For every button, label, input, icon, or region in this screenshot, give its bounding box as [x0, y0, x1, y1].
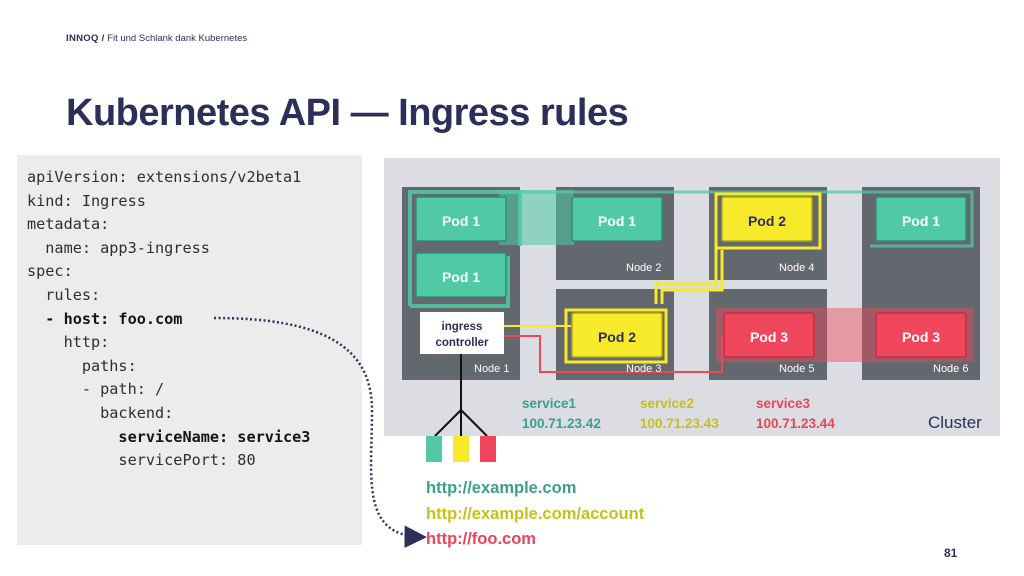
pod-label: Pod 3 — [902, 329, 940, 345]
brand-logo: INNOQ / — [66, 33, 105, 44]
code-line: kind: Ingress — [27, 191, 146, 210]
code-line: name: app3-ingress — [27, 238, 210, 257]
code-line: metadata: — [27, 215, 110, 234]
code-line: spec: — [27, 262, 73, 281]
pod-label: Pod 1 — [598, 213, 636, 229]
slide-subtitle: Fit und Schlank dank Kubernetes — [107, 33, 248, 44]
pod-label: Pod 1 — [902, 213, 940, 229]
service2-outline-bottom — [564, 308, 668, 364]
pod-node5 — [723, 312, 815, 358]
service3-name: service3 — [756, 396, 811, 411]
pod-node4 — [721, 196, 813, 242]
node-label: Node 5 — [779, 363, 814, 375]
service2-ip: 100.71.23.43 — [640, 416, 719, 431]
node-label: Node 2 — [626, 262, 661, 274]
pod-label: Pod 2 — [748, 213, 786, 229]
ingress-controller-label: controller — [435, 337, 489, 349]
code-line: http: — [27, 333, 110, 352]
service2-link-inner — [660, 250, 724, 304]
code-line: - path: / — [27, 380, 165, 399]
pod-label: Pod 1 — [442, 269, 480, 285]
code-block: apiVersion: extensions/v2beta1 kind: Ing… — [17, 155, 362, 545]
slide-title: Kubernetes API — Ingress rules — [66, 92, 629, 134]
code-line: servicePort: 80 — [27, 451, 256, 470]
pod-node6-top — [875, 196, 967, 242]
pod-label: Pod 2 — [598, 329, 636, 345]
pod-label: Pod 1 — [442, 213, 480, 229]
node-label: Node 4 — [779, 262, 814, 274]
ingress-to-service3 — [504, 335, 723, 373]
service1-name: service1 — [522, 396, 577, 411]
pod-node6-bottom — [875, 312, 967, 358]
pod-node3 — [571, 312, 663, 358]
pod-node2 — [571, 196, 663, 242]
service1-outline — [408, 190, 522, 306]
pod-node1-top — [415, 196, 507, 242]
service1-outline-lower — [410, 256, 510, 308]
code-line-service-name: serviceName: service3 — [27, 427, 311, 446]
ingress-controller — [420, 312, 504, 354]
slide-header: INNOQ / Fit und Schlank dank Kubernetes — [66, 33, 247, 44]
cluster-label: Cluster — [928, 413, 982, 432]
node-label: Node 6 — [933, 363, 968, 375]
service3-ip: 100.71.23.44 — [756, 416, 835, 431]
url-example: http://example.com — [426, 479, 576, 497]
code-line: apiVersion: extensions/v2beta1 — [27, 168, 302, 186]
code-line: backend: — [27, 403, 174, 422]
pod-node1-bottom — [415, 252, 507, 298]
fan-branch-left — [434, 409, 462, 437]
ingress-controller-label: ingress — [442, 321, 483, 333]
service2-name: service2 — [640, 396, 694, 411]
service2-outline-top — [714, 192, 822, 250]
url-marker-yellow — [453, 436, 469, 462]
code-line: rules: — [27, 285, 101, 304]
page-number: 81 — [944, 546, 958, 560]
url-foo: http://foo.com — [426, 530, 536, 548]
node-label: Node 1 — [474, 363, 509, 375]
code-line: paths: — [27, 356, 137, 375]
service1-ip: 100.71.23.42 — [522, 416, 601, 431]
service2-link — [654, 246, 718, 304]
code-line-host: - host: foo.com — [27, 309, 183, 328]
fan-branch-right — [460, 409, 488, 437]
url-example-account: http://example.com/account — [426, 505, 645, 523]
url-marker-red — [480, 436, 496, 462]
node-label: Node 3 — [626, 363, 661, 375]
url-marker-green — [426, 436, 442, 462]
service1-outline-right — [520, 190, 974, 248]
pod-label: Pod 3 — [750, 329, 788, 345]
service1-band — [499, 190, 574, 245]
